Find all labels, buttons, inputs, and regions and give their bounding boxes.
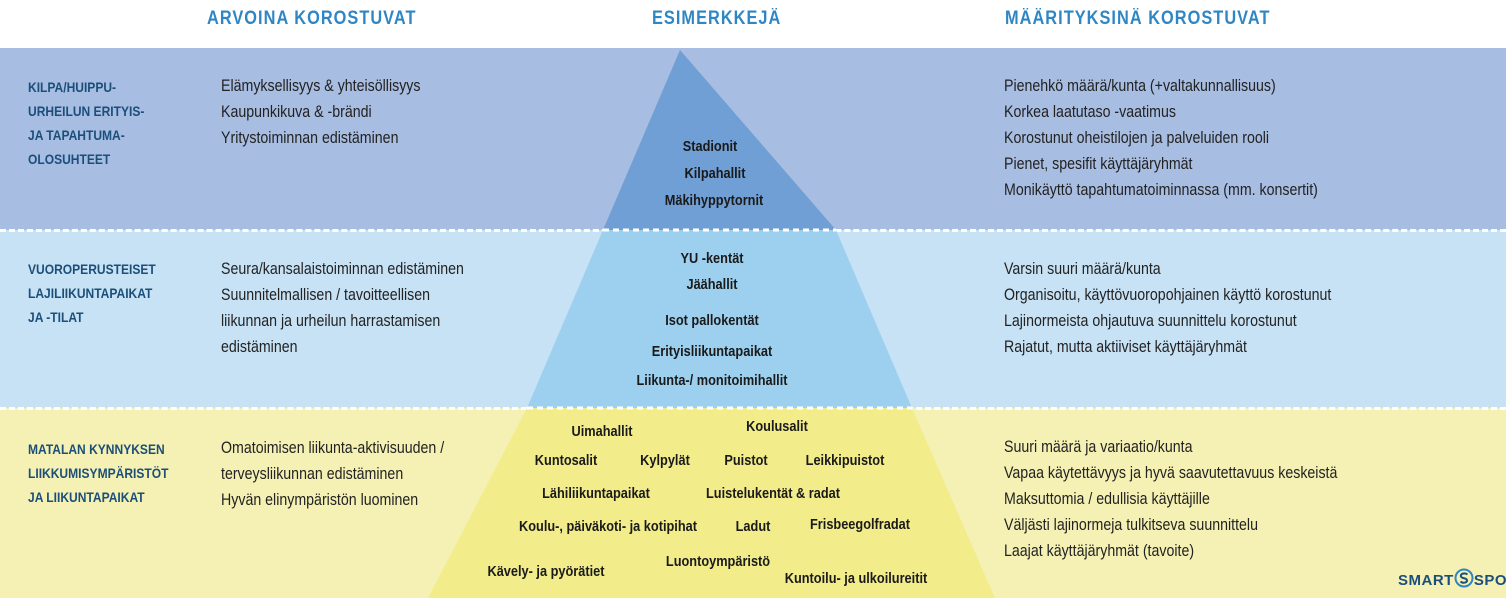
example-item: Liikunta-/ monitoimihallit <box>636 373 788 389</box>
definitions-item: Maksuttomia / edullisia käyttäjille <box>1004 490 1210 508</box>
example-item: Kilpahallit <box>684 166 746 182</box>
definitions-list-top: Pienehkö määrä/kunta (+valtakunnallisuus… <box>1004 73 1318 203</box>
example-item: Frisbeegolfradat <box>810 517 910 533</box>
definitions-item: Pienehkö määrä/kunta (+valtakunnallisuus… <box>1004 77 1276 95</box>
definitions-item: Monikäyttö tapahtumatoiminnassa (mm. kon… <box>1004 181 1318 199</box>
pyramid-top <box>603 50 836 230</box>
definitions-item: Suuri määrä ja variaatio/kunta <box>1004 438 1193 456</box>
example-item: Kuntosalit <box>534 453 598 469</box>
header-definitions: MÄÄRITYKSINÄ KOROSTUVAT <box>1005 8 1271 29</box>
example-item: Jäähallit <box>686 277 738 293</box>
example-item: Koulusalit <box>746 419 808 435</box>
definitions-item: Korkea laatutaso -vaatimus <box>1004 103 1176 121</box>
example-item: Koulu-, päiväkoti- ja kotipihat <box>519 519 697 535</box>
definitions-item: Korostunut oheistilojen ja palveluiden r… <box>1004 129 1270 147</box>
values-item: terveysliikunnan edistäminen <box>221 465 404 483</box>
definitions-list-bottom: Suuri määrä ja variaatio/kunta Vapaa käy… <box>1004 434 1337 564</box>
example-item: YU -kentät <box>680 251 744 267</box>
example-item: Leikkipuistot <box>805 453 885 469</box>
values-item: Omatoimisen liikunta-aktivisuuden / <box>221 439 445 457</box>
values-item: liikunnan ja urheilun harrastamisen <box>221 312 441 330</box>
category-label-middle: VUOROPERUSTEISET LAJILIIKUNTAPAIKAT JA -… <box>28 261 156 325</box>
example-item: Luontoympäristö <box>665 554 771 570</box>
example-item: Isot pallokentät <box>665 313 759 329</box>
example-item: Erityisliikuntapaikat <box>651 344 773 360</box>
example-item: Kylpylät <box>640 453 690 469</box>
definitions-item: Väljästi lajinormeja tulkitseva suunnitt… <box>1004 516 1258 534</box>
definitions-item: Vapaa käytettävyys ja hyvä saavutettavuu… <box>1004 464 1338 482</box>
values-item: Suunnitelmallisen / tavoitteellisen <box>221 286 431 304</box>
smartsport-logo: SMARTSPORT <box>1398 568 1506 589</box>
pyramid-middle <box>527 230 912 408</box>
example-item: Ladut <box>735 519 771 535</box>
definitions-item: Varsin suuri määrä/kunta <box>1004 260 1161 278</box>
values-item: edistäminen <box>221 338 298 356</box>
pyramid-bottom <box>428 408 995 598</box>
example-item: Kuntoilu- ja ulkoilureitit <box>784 571 928 587</box>
header-examples: ESIMERKKEJÄ <box>652 8 782 29</box>
header-values: ARVOINA KOROSTUVAT <box>207 8 417 29</box>
definitions-item: Rajatut, mutta aktiiviset käyttäjäryhmät <box>1004 338 1247 356</box>
values-list-bottom: Omatoimisen liikunta-aktivisuuden / terv… <box>221 435 444 513</box>
example-item: Lähiliikuntapaikat <box>542 486 650 502</box>
values-item: Kaupunkikuva & -brändi <box>221 103 372 121</box>
example-item: Luistelukentät & radat <box>705 486 841 502</box>
values-item: Seura/kansalaistoiminnan edistäminen <box>221 260 464 278</box>
values-item: Hyvän elinympäristön luominen <box>221 491 419 509</box>
category-label-top: KILPA/HUIPPU- URHEILUN ERITYIS- JA TAPAH… <box>28 79 145 167</box>
example-item: Mäkihyppytornit <box>664 193 764 209</box>
values-list-top: Elämyksellisyys & yhteisöllisyys Kaupunk… <box>221 73 420 151</box>
example-item: Kävely- ja pyörätiet <box>487 564 605 580</box>
example-item: Stadionit <box>682 139 738 155</box>
example-item: Puistot <box>724 453 768 469</box>
swirl-s-icon <box>1454 568 1474 588</box>
example-item: Uimahallit <box>571 424 633 440</box>
definitions-item: Laajat käyttäjäryhmät (tavoite) <box>1004 542 1195 560</box>
definitions-list-middle: Varsin suuri määrä/kunta Organisoitu, kä… <box>1004 256 1331 360</box>
definitions-item: Organisoitu, käyttövuoropohjainen käyttö… <box>1004 286 1332 304</box>
values-list-middle: Seura/kansalaistoiminnan edistäminen Suu… <box>221 256 464 360</box>
values-item: Elämyksellisyys & yhteisöllisyys <box>221 77 421 95</box>
values-item: Yritystoiminnan edistäminen <box>221 129 399 147</box>
category-label-bottom: MATALAN KYNNYKSEN LIIKKUMISYMPÄRISTÖT JA… <box>28 441 169 505</box>
definitions-item: Lajinormeista ohjautuva suunnittelu koro… <box>1004 312 1297 330</box>
definitions-item: Pienet, spesifit käyttäjäryhmät <box>1004 155 1193 173</box>
